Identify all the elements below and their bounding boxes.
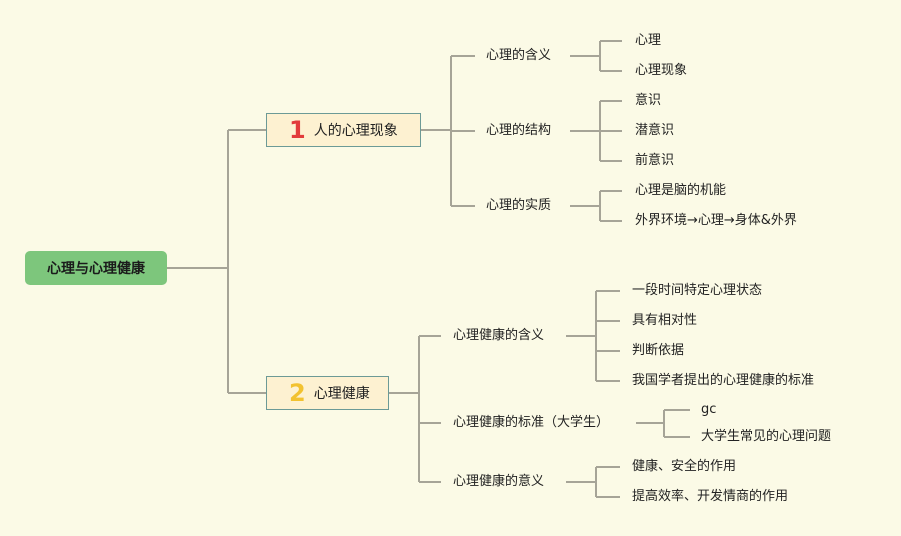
subtopic-scholar-standards[interactable]: 我国学者提出的心理健康的标准 (632, 373, 815, 388)
subtopic-relativity[interactable]: 具有相对性 (632, 313, 698, 328)
subtopic-gc[interactable]: gc (701, 402, 717, 417)
branch-label: 心理健康 (313, 386, 370, 402)
connector-topic-2-1 (566, 290, 620, 382)
topic-structure-of-psychology[interactable]: 心理的结构 (486, 123, 552, 138)
topic-meaning-of-mental-health[interactable]: 心理健康的含义 (453, 328, 545, 343)
topic-significance-of-mental-health[interactable]: 心理健康的意义 (453, 474, 545, 489)
subtopic-consciousness[interactable]: 意识 (635, 93, 662, 108)
subtopic-criteria[interactable]: 判断依据 (632, 343, 685, 358)
connector-root (167, 129, 266, 394)
connector-topic-2-3 (566, 466, 620, 498)
root-label: 心理与心理健康 (47, 261, 145, 277)
subtopic-common-problems[interactable]: 大学生常见的心理问题 (701, 429, 832, 444)
number-badge-2: 2 (289, 379, 306, 407)
subtopic-specific-state[interactable]: 一段时间特定心理状态 (632, 283, 763, 298)
branch-label: 人的心理现象 (313, 123, 398, 139)
branch-mental-health[interactable]: 2 心理健康 (266, 376, 389, 410)
connector-topic-1-3 (570, 190, 622, 222)
connector-branch-1 (421, 55, 475, 207)
subtopic-preconscious[interactable]: 前意识 (635, 153, 675, 168)
root-topic[interactable]: 心理与心理健康 (25, 251, 167, 285)
branch-psychological-phenomena[interactable]: 1 人的心理现象 (266, 113, 421, 147)
topic-meaning-of-psychology[interactable]: 心理的含义 (486, 48, 552, 63)
connector-branch-2 (389, 335, 441, 483)
connector-topic-1-2 (570, 100, 622, 162)
subtopic-psychology[interactable]: 心理 (635, 33, 662, 48)
subtopic-health-safety[interactable]: 健康、安全的作用 (632, 459, 737, 474)
subtopic-efficiency-eq[interactable]: 提高效率、开发情商的作用 (632, 489, 789, 504)
topic-essence-of-psychology[interactable]: 心理的实质 (486, 198, 552, 213)
subtopic-environment-chain[interactable]: 外界环境→心理→身体&外界 (635, 213, 797, 228)
connector-topic-2-2 (636, 409, 690, 438)
number-badge-1: 1 (289, 116, 306, 144)
connector-topic-1-1 (570, 40, 622, 72)
subtopic-subconscious[interactable]: 潜意识 (635, 123, 675, 138)
subtopic-brain-function[interactable]: 心理是脑的机能 (635, 183, 727, 198)
subtopic-psychological-phenomena[interactable]: 心理现象 (635, 63, 688, 78)
topic-mental-health-standard[interactable]: 心理健康的标准（大学生） (453, 415, 610, 430)
